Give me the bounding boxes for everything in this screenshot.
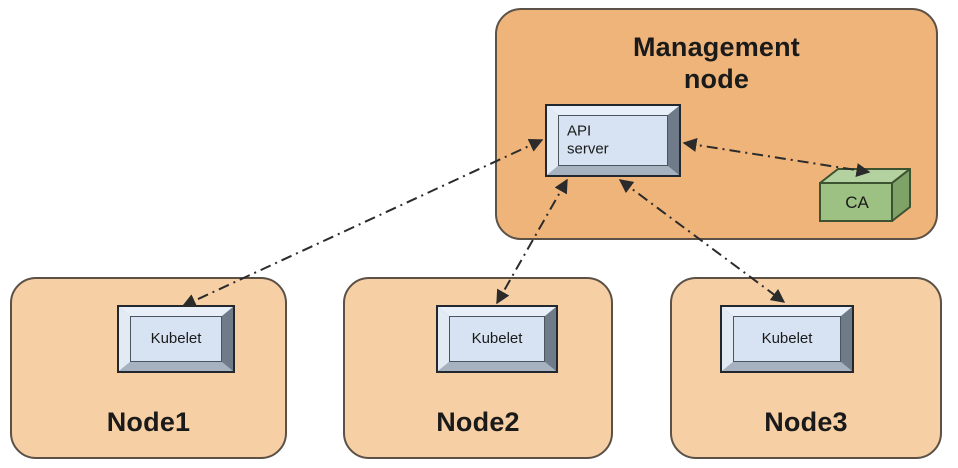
- ca-label: CA: [845, 193, 869, 212]
- node3-title: Node3: [764, 407, 848, 438]
- api-server-label-line2: server: [567, 140, 609, 158]
- api-server-inner: API server: [558, 115, 668, 166]
- api-server-label: API server: [559, 122, 667, 159]
- api-server-box[interactable]: API server: [545, 104, 681, 177]
- kubelet-box-node3[interactable]: Kubelet: [720, 305, 854, 373]
- api-server-label-line1: API: [567, 122, 592, 140]
- kubelet-inner-node3: Kubelet: [733, 316, 841, 362]
- management-node-title: Management node: [497, 32, 936, 96]
- management-node-title-line1: Management: [632, 32, 801, 62]
- node1-title: Node1: [106, 407, 191, 438]
- kubelet-label-node1: Kubelet: [150, 329, 202, 347]
- kubelet-box-node2[interactable]: Kubelet: [436, 305, 558, 373]
- kubelet-inner-node1: Kubelet: [130, 316, 222, 362]
- kubelet-label-node3: Kubelet: [761, 329, 813, 347]
- ca-front-face: [819, 182, 893, 222]
- management-node-title-line2: node: [683, 63, 750, 94]
- node2-title: Node2: [436, 407, 520, 438]
- kubelet-inner-node2: Kubelet: [449, 316, 545, 362]
- ca-box[interactable]: CA: [818, 167, 912, 225]
- kubelet-label-node2: Kubelet: [471, 329, 523, 347]
- kubelet-box-node1[interactable]: Kubelet: [117, 305, 235, 373]
